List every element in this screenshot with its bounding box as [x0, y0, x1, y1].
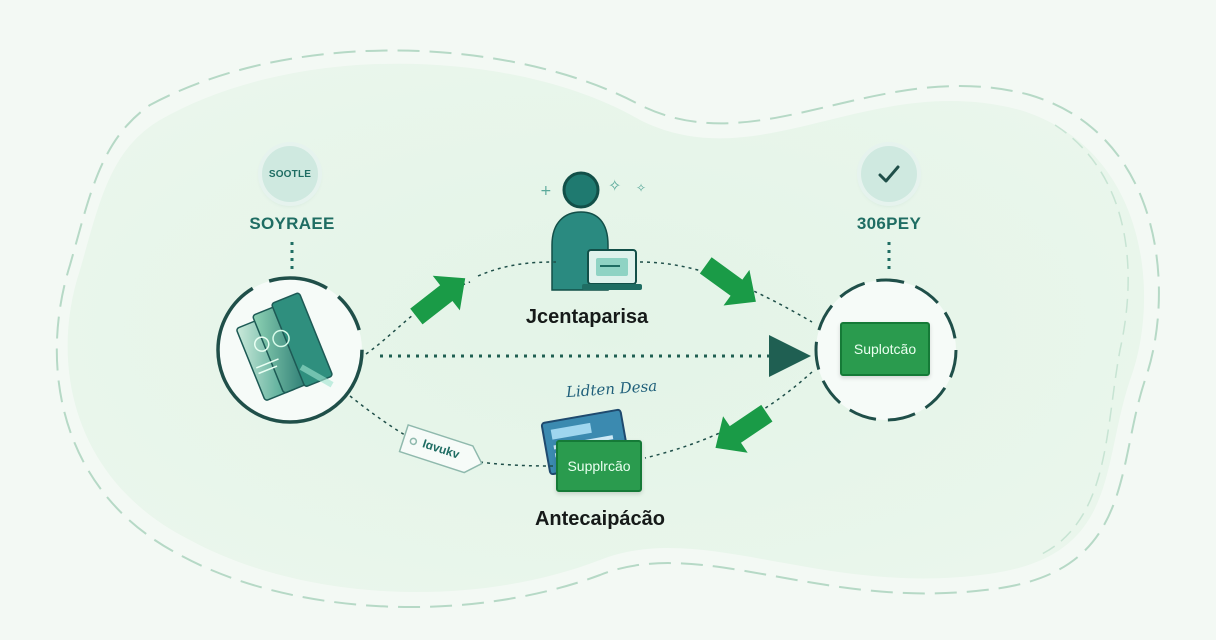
blob-outline-dashed [55, 49, 1160, 608]
tag-icon [398, 423, 483, 474]
left-badge-text: SOOTLE [268, 168, 312, 180]
arc-tag-bottom [479, 461, 557, 467]
arc-right-bottom [644, 371, 813, 459]
top-node-label: Jcentaparisa [525, 306, 649, 328]
svg-text:✧: ✧ [608, 176, 621, 195]
arc-top-left [477, 261, 557, 277]
right-card-text: Suplotcão [853, 341, 917, 357]
bottom-node-card: Supplrcão [556, 440, 642, 492]
left-badge: SOOTLE [262, 146, 318, 202]
arrow-icon-down-left [715, 404, 773, 453]
right-node-card: Suplotcão [840, 322, 930, 376]
arrow-icon-down-right [699, 257, 756, 306]
svg-text:+: + [540, 183, 552, 199]
bottom-card-text: Supplrcão [567, 458, 631, 474]
checkmark-icon [878, 165, 900, 183]
arrow-icon-up-right [410, 275, 466, 325]
left-node-label: SOYRAEE [249, 214, 335, 233]
bottom-node-label: Antecaipácão [534, 508, 666, 530]
svg-text:✧: ✧ [636, 181, 646, 195]
laptop-icon [582, 249, 642, 290]
cards-icon [236, 292, 334, 401]
right-node-label: 306PEY [856, 214, 922, 233]
right-badge [861, 146, 917, 202]
blob-outline-dashed-inner [1039, 124, 1129, 556]
